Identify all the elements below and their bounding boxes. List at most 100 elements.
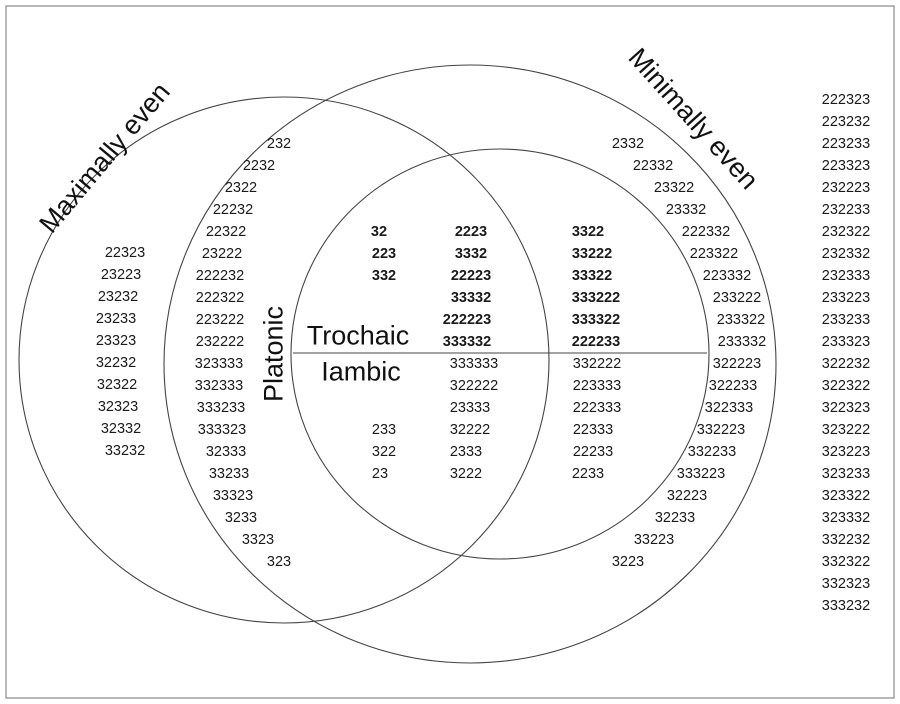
rhythm-word: 32222 <box>449 421 491 438</box>
rhythm-word: 223232 <box>821 113 871 130</box>
rhythm-word: 333332 <box>442 333 492 350</box>
rhythm-word: 232322 <box>821 223 871 240</box>
rhythm-word: 223333 <box>572 377 622 394</box>
rhythm-word: 23332 <box>665 201 707 218</box>
rhythm-word: 323233 <box>821 465 871 482</box>
rhythm-word: 333322 <box>571 311 621 328</box>
rhythm-word: 32322 <box>96 376 138 393</box>
rhythm-word: 222333 <box>572 399 622 416</box>
rhythm-word: 32232 <box>95 354 137 371</box>
iambic-label: Iambic <box>321 356 401 387</box>
rhythm-word: 332233 <box>687 443 737 460</box>
rhythm-word: 3222 <box>449 465 483 482</box>
rhythm-word: 223233 <box>821 135 871 152</box>
rhythm-word: 233332 <box>717 333 767 350</box>
rhythm-word: 223323 <box>821 157 871 174</box>
rhythm-word: 222233 <box>571 333 621 350</box>
rhythm-word: 233323 <box>821 333 871 350</box>
rhythm-word: 33222 <box>571 245 613 262</box>
trochaic-label: Trochaic <box>306 320 410 351</box>
rhythm-word: 222332 <box>681 223 731 240</box>
rhythm-word: 232333 <box>821 267 871 284</box>
rhythm-word: 22232 <box>212 201 254 218</box>
rhythm-word: 333333 <box>449 355 499 372</box>
platonic-circle <box>290 148 710 560</box>
rhythm-word: 322333 <box>704 399 754 416</box>
rhythm-word: 232222 <box>195 333 245 350</box>
rhythm-word: 22323 <box>104 244 146 261</box>
rhythm-word: 322222 <box>449 377 499 394</box>
rhythm-word: 232332 <box>821 245 871 262</box>
rhythm-word: 223322 <box>689 245 739 262</box>
rhythm-word: 233 <box>371 421 397 438</box>
rhythm-word: 22322 <box>205 223 247 240</box>
rhythm-word: 322322 <box>821 377 871 394</box>
rhythm-word: 22223 <box>450 267 492 284</box>
rhythm-word: 22333 <box>572 421 614 438</box>
rhythm-word: 333223 <box>676 465 726 482</box>
rhythm-word: 332333 <box>194 377 244 394</box>
rhythm-word: 32332 <box>100 420 142 437</box>
rhythm-word: 223332 <box>702 267 752 284</box>
rhythm-word: 333233 <box>196 399 246 416</box>
rhythm-word: 323222 <box>821 421 871 438</box>
rhythm-word: 3332 <box>454 245 488 262</box>
rhythm-word: 233322 <box>716 311 766 328</box>
rhythm-word: 3233 <box>224 509 258 526</box>
maximally-even-label: Maximally even <box>33 76 176 239</box>
rhythm-word: 23 <box>371 465 389 482</box>
rhythm-word: 233223 <box>821 289 871 306</box>
rhythm-word: 323332 <box>821 509 871 526</box>
rhythm-word: 232223 <box>821 179 871 196</box>
rhythm-word: 322323 <box>821 399 871 416</box>
rhythm-word: 32233 <box>654 509 696 526</box>
rhythm-word: 3323 <box>241 531 275 548</box>
rhythm-word: 2223 <box>454 223 488 240</box>
rhythm-word: 23322 <box>653 179 695 196</box>
rhythm-word: 23323 <box>95 332 137 349</box>
rhythm-word: 22233 <box>572 443 614 460</box>
rhythm-word: 222322 <box>195 289 245 306</box>
rhythm-word: 2322 <box>224 179 258 196</box>
rhythm-word: 332223 <box>696 421 746 438</box>
rhythm-word: 3223 <box>611 553 645 570</box>
rhythm-word: 333323 <box>197 421 247 438</box>
rhythm-word: 33223 <box>633 531 675 548</box>
rhythm-word: 333222 <box>571 289 621 306</box>
rhythm-word: 23233 <box>95 310 137 327</box>
rhythm-word: 332222 <box>572 355 622 372</box>
rhythm-word: 223 <box>371 245 397 262</box>
rhythm-word: 32333 <box>205 443 247 460</box>
rhythm-word: 32223 <box>666 487 708 504</box>
rhythm-word: 32323 <box>97 398 139 415</box>
rhythm-word: 222232 <box>195 267 245 284</box>
rhythm-word: 322223 <box>712 355 762 372</box>
rhythm-word: 2333 <box>449 443 483 460</box>
rhythm-word: 32 <box>370 223 388 240</box>
rhythm-word: 332232 <box>821 531 871 548</box>
rhythm-word: 23232 <box>97 288 139 305</box>
rhythm-word: 222223 <box>442 311 492 328</box>
rhythm-word: 33232 <box>104 442 146 459</box>
rhythm-word: 23333 <box>449 399 491 416</box>
rhythm-word: 332323 <box>821 575 871 592</box>
rhythm-word: 23223 <box>100 266 142 283</box>
rhythm-word: 322233 <box>708 377 758 394</box>
rhythm-word: 22332 <box>632 157 674 174</box>
rhythm-word: 3322 <box>571 223 605 240</box>
rhythm-word: 233233 <box>821 311 871 328</box>
rhythm-word: 33332 <box>450 289 492 306</box>
rhythm-word: 323322 <box>821 487 871 504</box>
minimally-even-circle <box>163 64 777 664</box>
rhythm-word: 323333 <box>194 355 244 372</box>
rhythm-word: 323 <box>266 553 292 570</box>
rhythm-word: 232233 <box>821 201 871 218</box>
rhythm-word: 23222 <box>201 245 243 262</box>
rhythm-word: 333232 <box>821 597 871 614</box>
maximally-even-circle <box>18 96 550 624</box>
rhythm-word: 323223 <box>821 443 871 460</box>
rhythm-word: 232 <box>266 135 292 152</box>
